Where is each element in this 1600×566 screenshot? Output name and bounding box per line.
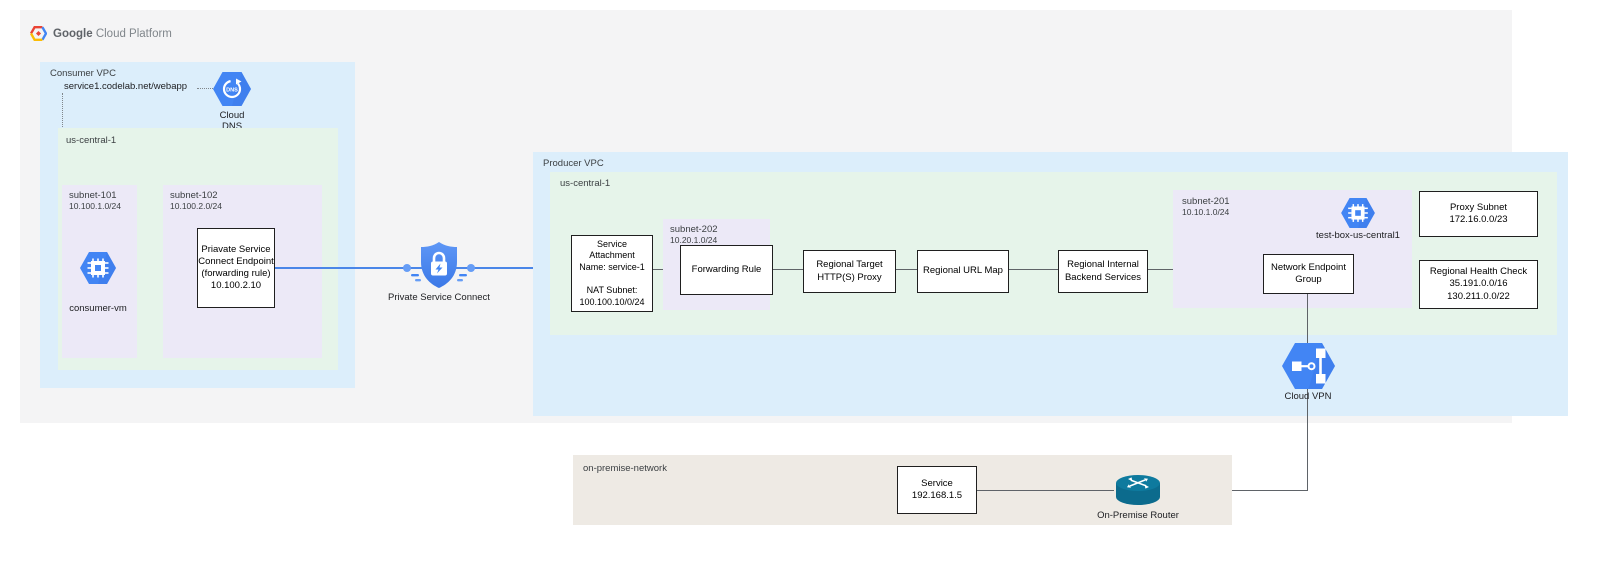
private-service-connect-label: Private Service Connect xyxy=(388,292,490,303)
svg-text:DNS: DNS xyxy=(226,87,238,93)
subnet-202-name: subnet-202 xyxy=(670,224,718,235)
consumer-region-label: us-central-1 xyxy=(66,135,117,146)
cloud-dns-label: Cloud DNS xyxy=(219,110,245,133)
gcp-logo-text-rest: Cloud Platform xyxy=(92,27,172,40)
on-premise-network-label: on-premise-network xyxy=(583,463,667,474)
backend-services-box: Regional Internal Backend Services xyxy=(1058,250,1148,293)
subnet-101-cidr: 10.100.1.0/24 xyxy=(69,201,121,211)
connector-service-router xyxy=(977,490,1114,491)
gcp-logo: Google Cloud Platform xyxy=(30,26,172,41)
consumer-vm-label: consumer-vm xyxy=(69,303,127,314)
health-check-box: Regional Health Check 35.191.0.0/16 130.… xyxy=(1419,260,1538,309)
connector-proxy-urlmap xyxy=(896,269,917,270)
network-endpoint-group-box: Network Endpoint Group xyxy=(1263,254,1354,294)
test-box-vm-icon xyxy=(1341,198,1375,228)
gcp-logo-text: Google Cloud Platform xyxy=(53,28,172,40)
consumer-vm-icon xyxy=(80,252,116,284)
subnet-201-cidr: 10.10.1.0/24 xyxy=(1182,207,1230,217)
cloud-dns-icon: DNS xyxy=(213,72,251,106)
subnet-201-name: subnet-201 xyxy=(1182,196,1230,207)
proxy-subnet-box: Proxy Subnet 172.16.0.0/23 xyxy=(1419,191,1538,237)
subnet-202-cidr: 10.20.1.0/24 xyxy=(670,235,718,245)
on-premise-router-icon xyxy=(1116,475,1160,505)
on-premise-router-label: On-Premise Router xyxy=(1097,510,1179,521)
service-attachment-box: Service Attachment Name: service-1 NAT S… xyxy=(571,235,653,312)
test-box-label: test-box-us-central1 xyxy=(1316,230,1400,241)
dns-dotted-connector xyxy=(197,88,213,89)
gcp-logo-icon xyxy=(30,26,47,41)
target-proxy-box: Regional Target HTTP(S) Proxy xyxy=(803,250,896,293)
connector-neg-vpn-vertical xyxy=(1307,294,1308,491)
connector-fwdrule-proxy xyxy=(773,269,803,270)
connector-router-vpn-horizontal xyxy=(1162,490,1308,491)
subnet-101-name: subnet-101 xyxy=(69,190,117,201)
connector-urlmap-backend xyxy=(1009,269,1058,270)
dns-record-text: service1.codelab.net/webapp xyxy=(64,81,188,92)
consumer-vpc-label: Consumer VPC xyxy=(50,68,116,79)
forwarding-rule-box: Forwarding Rule xyxy=(680,245,773,295)
gcp-logo-text-bold: Google xyxy=(53,27,93,40)
url-map-box: Regional URL Map xyxy=(917,250,1009,293)
psc-endpoint-box: Priavate Service Connect Endpoint (forwa… xyxy=(197,228,275,308)
on-premise-service-box: Service 192.168.1.5 xyxy=(897,466,977,514)
producer-region-label: us-central-1 xyxy=(560,178,611,189)
subnet-102-name: subnet-102 xyxy=(170,190,218,201)
private-service-connect-icon xyxy=(403,242,475,288)
cloud-vpn-label: Cloud VPN xyxy=(1284,391,1332,402)
cloud-vpn-icon xyxy=(1282,343,1335,389)
producer-vpc-label: Producer VPC xyxy=(543,158,604,169)
subnet-102-cidr: 10.100.2.0/24 xyxy=(170,201,222,211)
